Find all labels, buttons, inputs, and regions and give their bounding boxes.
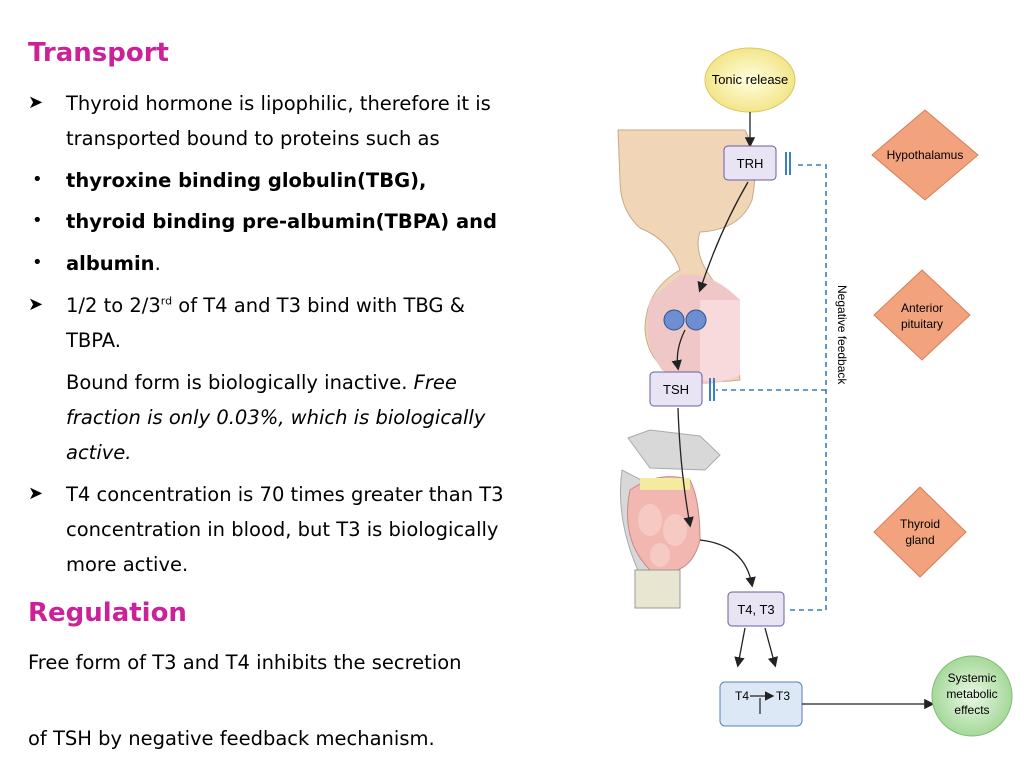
t4-label: T4 <box>735 689 749 703</box>
trh-label: TRH <box>737 156 764 171</box>
transport-heading: Transport <box>28 38 169 68</box>
negative-feedback-label: Negative feedback <box>835 285 849 385</box>
anterior-pituitary-diamond: Anterior pituitary <box>873 269 971 361</box>
transport-arrow2-line2: TBPA. <box>66 329 121 352</box>
arrow-bullet-icon: ➤ <box>28 92 44 113</box>
svg-text:gland: gland <box>905 533 934 547</box>
tsh-box <box>649 371 703 407</box>
thyroid-gland-illustration <box>620 429 721 609</box>
regulation-heading: Regulation <box>28 598 187 628</box>
regulation-line2: of TSH by negative feedback mechanism. <box>28 727 435 750</box>
tonic-release-label: Tonic release <box>712 72 789 87</box>
t3-label: T3 <box>776 689 790 703</box>
protein-tbpa: thyroid binding pre-albumin(TBPA) and <box>66 210 497 233</box>
thyroid-gland-diamond: Thyroid gland <box>873 486 967 578</box>
t4-t3-label: T4, T3 <box>737 602 774 617</box>
transport-arrow1-line1: Thyroid hormone is lipophilic, therefore… <box>66 92 491 115</box>
svg-text:pituitary: pituitary <box>901 317 943 331</box>
protein-albumin: albumin. <box>66 252 161 275</box>
arrow-bullet-icon: ➤ <box>28 294 44 315</box>
bound-form-line2: fraction is only 0.03%, which is biologi… <box>66 406 486 429</box>
transport-arrow3-line3: more active. <box>66 553 189 576</box>
transport-arrow3-line1: T4 concentration is 70 times greater tha… <box>66 483 504 506</box>
svg-text:Hypothalamus: Hypothalamus <box>887 148 964 162</box>
tsh-label: TSH <box>663 382 689 397</box>
transport-arrow3-line2: concentration in blood, but T3 is biolog… <box>66 518 499 541</box>
metabolic-label: metabolic <box>946 687 997 701</box>
trh-box <box>723 145 777 181</box>
svg-text:Anterior: Anterior <box>901 301 943 315</box>
t4-t3-box <box>727 591 785 627</box>
protein-tbg: thyroxine binding globulin(TBG), <box>66 169 427 192</box>
svg-text:Thyroid: Thyroid <box>900 517 940 531</box>
arrow-bullet-icon: ➤ <box>28 483 44 504</box>
dot-bullet-icon: • <box>32 210 43 231</box>
transport-arrow2-line1: 1/2 to 2/3rd of T4 and T3 bind with TBG … <box>66 294 465 317</box>
regulation-line1: Free form of T3 and T4 inhibits the secr… <box>28 651 462 674</box>
bound-form-line1: Bound form is biologically inactive. Fre… <box>66 371 457 394</box>
dot-bullet-icon: • <box>32 169 43 190</box>
transport-arrow1-line2: transported bound to proteins such as <box>66 127 440 150</box>
bound-form-line3: active. <box>66 441 132 464</box>
effects-label: effects <box>954 703 989 717</box>
dot-bullet-icon: • <box>32 252 43 273</box>
hypothalamus-pituitary-illustration <box>617 129 756 384</box>
systemic-label: Systemic <box>948 671 997 685</box>
systemic-effects-circle <box>931 655 1013 737</box>
hypothalamus-diamond: Hypothalamus <box>871 109 979 201</box>
